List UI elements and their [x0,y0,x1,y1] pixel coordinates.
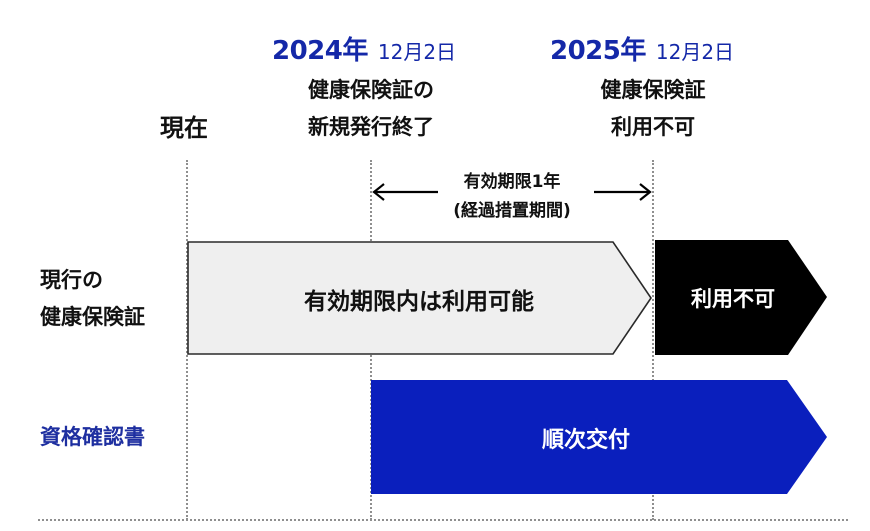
milestone-line: 健康保険証の [308,78,434,102]
milestone-line: 利用不可 [611,115,695,139]
now-label: 現在 [160,114,208,142]
bar-certificate-issuance [371,380,827,494]
milestone-line: 新規発行終了 [308,115,434,139]
milestone-year: 2025年 [550,36,646,66]
milestone-day: 12月2日 [377,40,457,64]
bar-unusable-text: 利用不可 [691,287,775,311]
milestone-2024-description: 健康保険証の 新規発行終了 [308,72,434,146]
milestone-2024-date: 2024年 12月2日 [272,30,456,67]
bar-certificate-issuance-text: 順次交付 [541,428,631,453]
row-label-line: 健康保険証 [40,305,145,329]
transition-period-label: 有効期限1年 (経過措置期間) [453,168,571,226]
gridline-bottom [38,519,848,521]
milestone-day: 12月2日 [655,40,735,64]
row-label-qualification-certificate: 資格確認書 [40,419,145,456]
period-line-1: 有効期限1年 [463,172,561,192]
milestone-2025-date: 2025年 12月2日 [550,30,734,67]
bar-unusable [655,240,827,355]
milestone-2025-description: 健康保険証 利用不可 [601,72,706,146]
gridline-2025 [652,160,654,520]
row-label-line: 資格確認書 [40,425,145,449]
milestone-year: 2024年 [272,36,368,66]
gridline-now [186,160,188,520]
bar-valid-period-text: 有効期限内は利用可能 [304,289,534,315]
period-line-2: (経過措置期間) [453,201,571,221]
row-label-current-insurance-card: 現行の 健康保険証 [40,262,145,336]
bar-valid-period [187,241,652,355]
milestone-line: 健康保険証 [600,78,706,102]
row-label-line: 現行の [40,268,103,292]
double-arrow-icon [372,183,652,201]
